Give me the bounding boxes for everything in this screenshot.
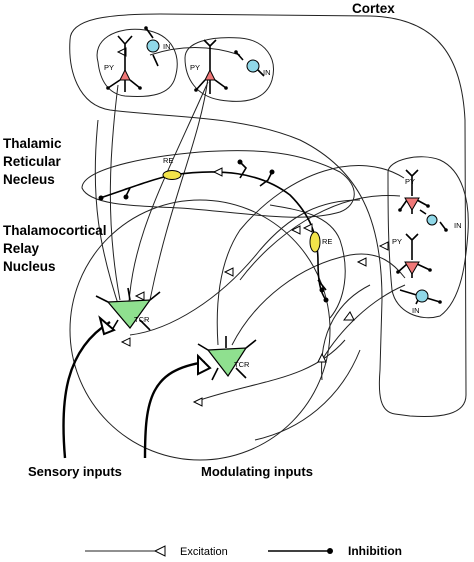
sensory-inputs-label: Sensory inputs [28, 464, 122, 479]
py-label-left: PY [104, 63, 114, 72]
legend-excitation-label: Excitation [180, 546, 228, 558]
cortico-thalamic-fiber [239, 195, 401, 281]
relay-label-line3: Nucleus [3, 259, 56, 274]
relay-label-line1: Thalamocortical [3, 223, 107, 238]
reticular-axon-branch [259, 171, 273, 187]
cortico-thalamic-fiber [109, 84, 121, 301]
in-label-right-upper: IN [454, 221, 462, 230]
reticular-axon-branch [239, 161, 248, 179]
modulating-fiber [321, 284, 371, 381]
reticular-synapse [123, 194, 129, 200]
py-label-mid: PY [190, 63, 200, 72]
reticular-label-line2: Reticular [3, 154, 62, 169]
cortex-outline [69, 13, 467, 417]
thalamo-cortical-fiber [129, 199, 361, 336]
re-cell-upper [162, 170, 182, 180]
cortico-thalamic-fiber [149, 77, 209, 301]
legend-inhibition-icon [327, 548, 333, 554]
in-cell-left [144, 26, 160, 67]
reticular-label-line3: Necleus [3, 172, 55, 187]
legend: Excitation Inhibition [85, 544, 402, 558]
modulating-input-terminal [197, 353, 212, 376]
cortex-column-link [149, 47, 241, 56]
py-cell-mid [194, 39, 228, 94]
tcr-cell-right [197, 336, 257, 381]
reticular-label-line1: Thalamic [3, 136, 62, 151]
thalamo-cortical-fiber [127, 81, 209, 321]
py-cell-right-lower [396, 233, 432, 278]
py-cell-right-upper [398, 169, 430, 214]
in-label-left: IN [163, 42, 171, 51]
tcr-label-right: TCR [234, 360, 250, 369]
cortex-label: Cortex [352, 1, 395, 16]
py-label-right-upper: PY [405, 177, 415, 186]
modulating-inputs-label: Modulating inputs [201, 464, 313, 479]
in-cell-mid [234, 50, 265, 77]
sensory-input-terminal [98, 315, 116, 336]
tcr-cell-left [95, 287, 161, 331]
thalamo-cortical-fiber [231, 253, 406, 346]
modulating-fiber [199, 339, 346, 401]
reticular-synapse [269, 169, 275, 175]
reticular-synapse [98, 195, 104, 201]
in-cell-right-upper [419, 209, 448, 232]
relay-nucleus-inner-arc [254, 349, 361, 441]
py-label-right-lower: PY [392, 237, 402, 246]
reticular-outline-arm [269, 204, 346, 319]
py-cell-left [106, 35, 142, 92]
excitatory-terminals [116, 47, 389, 407]
re-cell-lower [309, 231, 321, 253]
reticular-axon-branch [317, 279, 327, 291]
reticular-outline [81, 150, 355, 218]
legend-excitation-icon [153, 545, 166, 557]
in-label-right-lower: IN [412, 306, 420, 315]
in-cell-right-lower [399, 289, 442, 305]
relay-label-line2: Relay [3, 241, 40, 256]
in-label-mid: IN [263, 68, 271, 77]
reticular-axon [99, 171, 327, 301]
reticular-synapse [323, 297, 329, 303]
legend-inhibition-label: Inhibition [348, 544, 402, 558]
relay-to-cortex-fiber [94, 119, 121, 311]
re-label-lower: RE [322, 237, 332, 246]
cortex-column-mid-outline [184, 37, 274, 102]
cortico-thalamic-fiber [216, 165, 405, 346]
re-label-upper: RE [163, 156, 173, 165]
relay-nucleus-outline [69, 199, 331, 461]
reticular-synapse [319, 287, 325, 293]
cortex-column-right-outline [387, 156, 469, 319]
tcr-label-left: TCR [134, 315, 150, 324]
sensory-input-fiber [62, 320, 111, 459]
modulating-input-fiber [143, 360, 206, 459]
cortex-column-left-outline [96, 28, 178, 97]
cortico-thalamic-fiber [321, 284, 406, 361]
reticular-synapse [237, 159, 243, 165]
